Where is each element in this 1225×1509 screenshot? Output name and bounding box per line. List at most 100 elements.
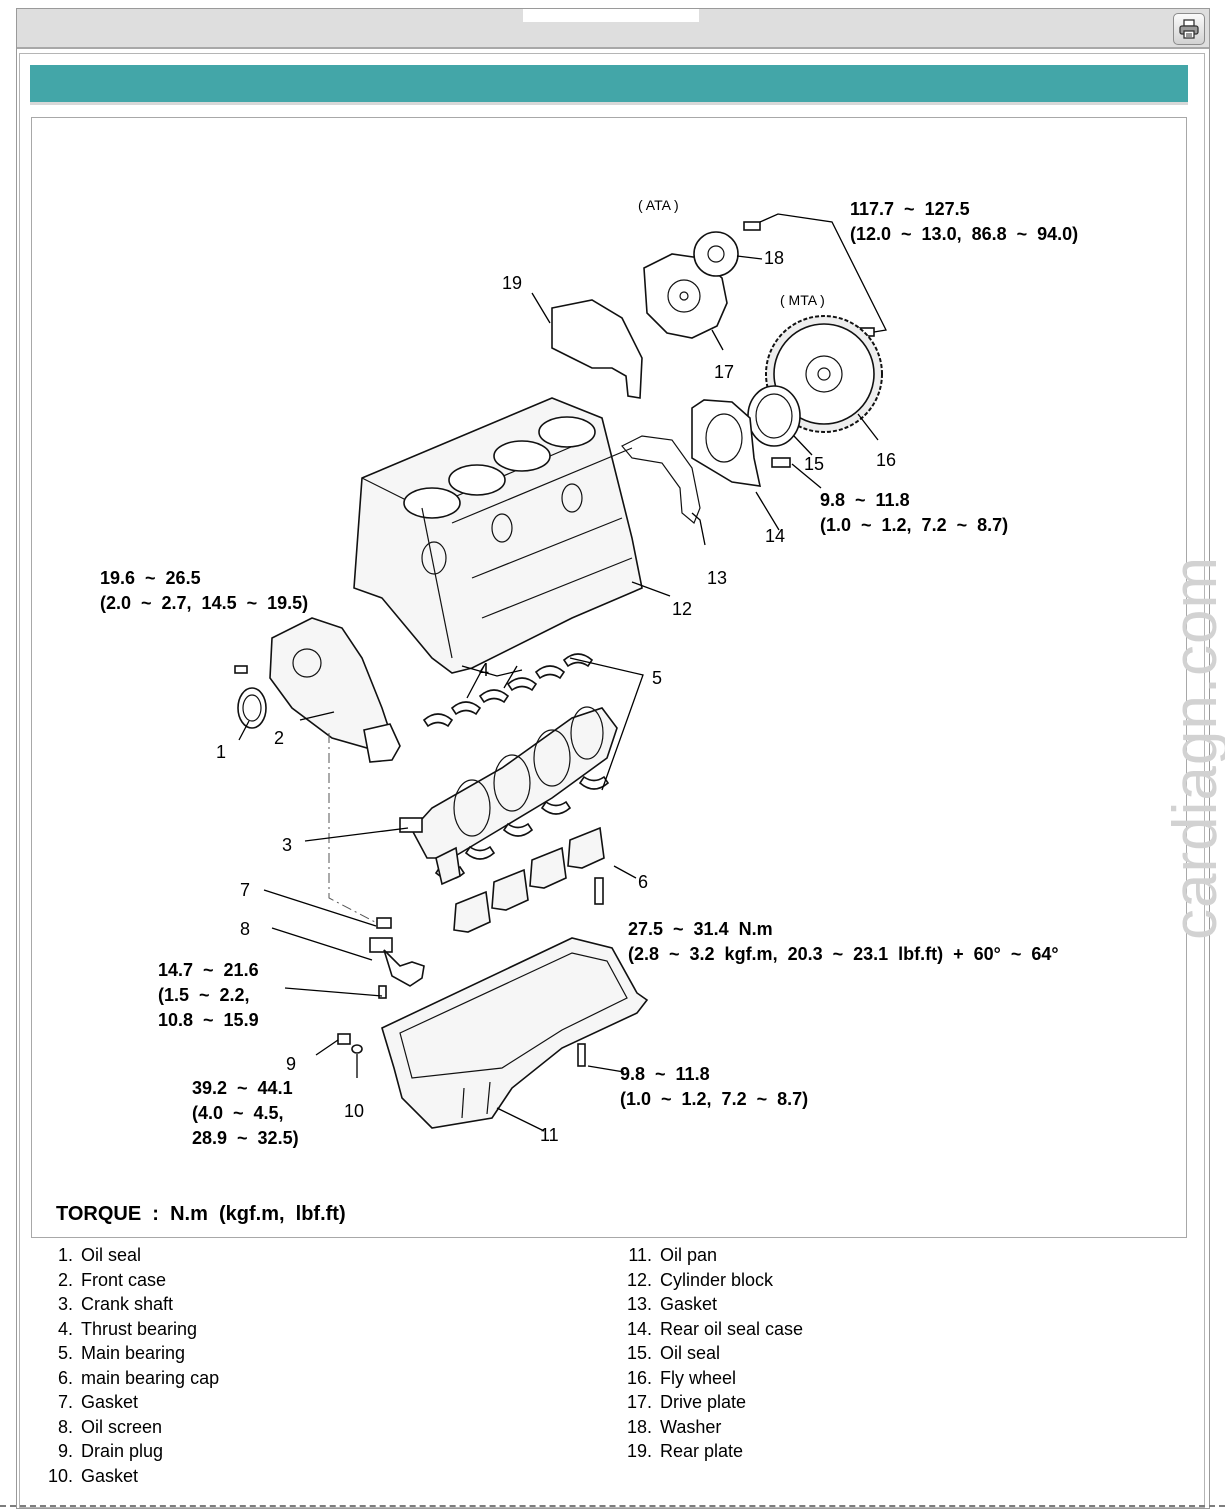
torque-drain-plug: 39.2 ~ 44.1 (4.0 ~ 4.5, 28.9 ~ 32.5): [192, 1078, 299, 1148]
viewer-toolbar: [17, 9, 1209, 49]
screen-gasket-drawing: [376, 917, 392, 929]
front-case-drawing: [269, 617, 401, 763]
mta-label: ( MTA ): [780, 292, 825, 308]
list-item: 18.Washer: [626, 1416, 722, 1437]
list-item: 12.Cylinder block: [626, 1269, 774, 1290]
svg-text:19.6 ~ 26.5: 19.6 ~ 26.5: [100, 568, 201, 588]
list-item: 14.Rear oil seal case: [626, 1318, 804, 1339]
flywheel-bolt-drawing: [743, 221, 761, 231]
drive-plate-drawing: [643, 253, 728, 339]
callout-2: 2: [274, 728, 284, 748]
front-oil-seal-drawing: [237, 687, 267, 729]
svg-text:9.8 ~ 11.8: 9.8 ~ 11.8: [820, 490, 910, 510]
leader-lines: [238, 213, 887, 1132]
svg-text:(1.0 ~ 1.2, 7.2 ~ 8.7): (1.0 ~ 1.2, 7.2 ~ 8.7): [820, 515, 1008, 535]
torque-oil-pan: 9.8 ~ 11.8 (1.0 ~ 1.2, 7.2 ~ 8.7): [620, 1064, 808, 1109]
callout-12: 12: [672, 599, 692, 619]
callout-6: 6: [638, 872, 648, 892]
exploded-view-diagram: 1 2 3 4 5 6 7 8 9 10 11 12 13 14 15 16 1…: [31, 117, 1187, 1238]
callout-10: 10: [344, 1101, 364, 1121]
section-title-bar: [30, 65, 1188, 105]
watermark-text: cardiagn.com: [1161, 555, 1225, 940]
drain-plug-drawing: [337, 1033, 351, 1045]
list-item: 13.Gasket: [626, 1294, 718, 1314]
callout-19: 19: [502, 273, 522, 293]
bearing-cap-bolt-drawing: [594, 877, 604, 905]
page-bottom-divider: [0, 1505, 1225, 1507]
crankshaft-drawing: [399, 706, 618, 859]
callout-3: 3: [282, 835, 292, 855]
callout-4: 4: [479, 660, 489, 680]
svg-text:39.2 ~ 44.1: 39.2 ~ 44.1: [192, 1078, 293, 1098]
callout-13: 13: [707, 568, 727, 588]
rear-gasket-drawing: [621, 435, 701, 524]
callout-17: 17: [714, 362, 734, 382]
svg-text:9.8 ~ 11.8: 9.8 ~ 11.8: [620, 1064, 710, 1084]
list-item: 16.Fly wheel: [626, 1367, 737, 1388]
callout-18: 18: [764, 248, 784, 268]
torque-bearing-cap: 27.5 ~ 31.4 N.m (2.8 ~ 3.2 kgf.m, 20.3 ~…: [628, 919, 1059, 964]
rear-oil-seal-case-drawing: [691, 399, 762, 487]
list-item: 3.Crank shaft: [57, 1294, 174, 1314]
engine-block-exploded-illustration: 1 2 3 4 5 6 7 8 9 10 11 12 13 14 15 16 1…: [100, 197, 1078, 1148]
ata-label: ( ATA ): [638, 197, 679, 213]
callout-5: 5: [652, 668, 662, 688]
toolbar-tab: [523, 9, 699, 22]
list-item: 8.Oil screen: [57, 1416, 163, 1437]
main-bearing-caps-drawing: [435, 826, 605, 933]
oil-pan-bolt-drawing: [577, 1043, 586, 1067]
document-viewer: 1 2 3 4 5 6 7 8 9 10 11 12 13 14 15 16 1…: [16, 8, 1210, 1509]
oil-pan-drawing: [381, 937, 649, 1129]
callout-9: 9: [286, 1054, 296, 1074]
callout-7: 7: [240, 880, 250, 900]
list-item: 1.Oil seal: [57, 1245, 142, 1265]
list-item: 2.Front case: [57, 1269, 167, 1290]
torque-oil-screen: 14.7 ~ 21.6 (1.5 ~ 2.2, 10.8 ~ 15.9: [158, 960, 259, 1030]
drain-gasket-drawing: [351, 1044, 363, 1054]
rear-plate-drawing: [551, 299, 643, 399]
front-case-bolt-drawing: [234, 665, 248, 674]
svg-text:10.8 ~ 15.9: 10.8 ~ 15.9: [158, 1010, 259, 1030]
list-item: 17.Drive plate: [626, 1392, 747, 1412]
list-item: 5.Main bearing: [57, 1343, 186, 1363]
printer-icon: [1179, 19, 1199, 39]
callout-1: 1: [216, 742, 226, 762]
callout-14: 14: [765, 526, 785, 546]
svg-text:28.9 ~ 32.5): 28.9 ~ 32.5): [192, 1128, 299, 1148]
list-item: 19.Rear plate: [626, 1441, 744, 1461]
seal-case-bolt-drawing: [771, 457, 791, 468]
svg-text:(2.8 ~ 3.2 kgf.m, 20.3 ~: (2.8 ~ 3.2 kgf.m, 20.3 ~ 23.1 lbf.ft) + …: [628, 944, 1059, 964]
torque-rear-seal-case: 9.8 ~ 11.8 (1.0 ~ 1.2, 7.2 ~ 8.7): [820, 490, 1008, 535]
alignment-line: [328, 733, 378, 924]
torque-flywheel: 117.7 ~ 127.5 (12.0 ~ 13.0, 86.8 ~ 94.0): [850, 199, 1078, 244]
content-area: [19, 53, 1205, 1508]
svg-text:(1.0 ~ 1.2, 7.2 ~ 8.7): (1.0 ~ 1.2, 7.2 ~ 8.7): [620, 1089, 808, 1109]
washer-drawing: [693, 231, 739, 277]
torque-units-legend: TORQUE : N.m (kgf.m, lbf.ft): [56, 1203, 346, 1225]
parts-list-right: 11.Oil pan 12.Cylinder block 13.Gasket 1…: [614, 1243, 803, 1464]
list-item: 6.main bearing cap: [57, 1367, 220, 1388]
callout-15: 15: [804, 454, 824, 474]
svg-text:(12.0 ~ 13.0, 86.8 ~ 94.0: (12.0 ~ 13.0, 86.8 ~ 94.0): [850, 224, 1078, 244]
list-item: 9.Drain plug: [57, 1441, 164, 1461]
oil-screen-drawing: [369, 937, 425, 987]
torque-front-case: 19.6 ~ 26.5 (2.0 ~ 2.7, 14.5 ~ 19.5): [100, 568, 308, 613]
callout-8: 8: [240, 919, 250, 939]
print-button[interactable]: [1173, 13, 1205, 45]
svg-text:27.5 ~ 31.4 N.m: 27.5 ~ 31.4 N.m: [628, 919, 773, 939]
svg-text:(4.0 ~ 4.5,: (4.0 ~ 4.5,: [192, 1103, 284, 1123]
svg-text:(2.0 ~ 2.7, 14.5 ~ 19.5): (2.0 ~ 2.7, 14.5 ~ 19.5): [100, 593, 308, 613]
svg-text:117.7 ~ 127.5: 117.7 ~ 127.5: [850, 199, 970, 219]
list-item: 10.Gasket: [47, 1465, 139, 1486]
list-item: 7.Gasket: [57, 1392, 139, 1412]
callout-16: 16: [876, 450, 896, 470]
parts-list-left: 1.Oil seal 2.Front case 3.Crank shaft 4.…: [35, 1243, 219, 1488]
svg-text:(1.5 ~ 2.2,: (1.5 ~ 2.2,: [158, 985, 250, 1005]
list-item: 11.Oil pan: [628, 1245, 718, 1265]
rear-oil-seal-drawing: [747, 385, 801, 447]
list-item: 15.Oil seal: [626, 1343, 721, 1363]
cylinder-block-drawing: [353, 397, 643, 674]
screen-bolt-drawing: [378, 985, 387, 999]
svg-text:14.7 ~ 21.6: 14.7 ~ 21.6: [158, 960, 259, 980]
callout-11: 11: [540, 1125, 559, 1145]
